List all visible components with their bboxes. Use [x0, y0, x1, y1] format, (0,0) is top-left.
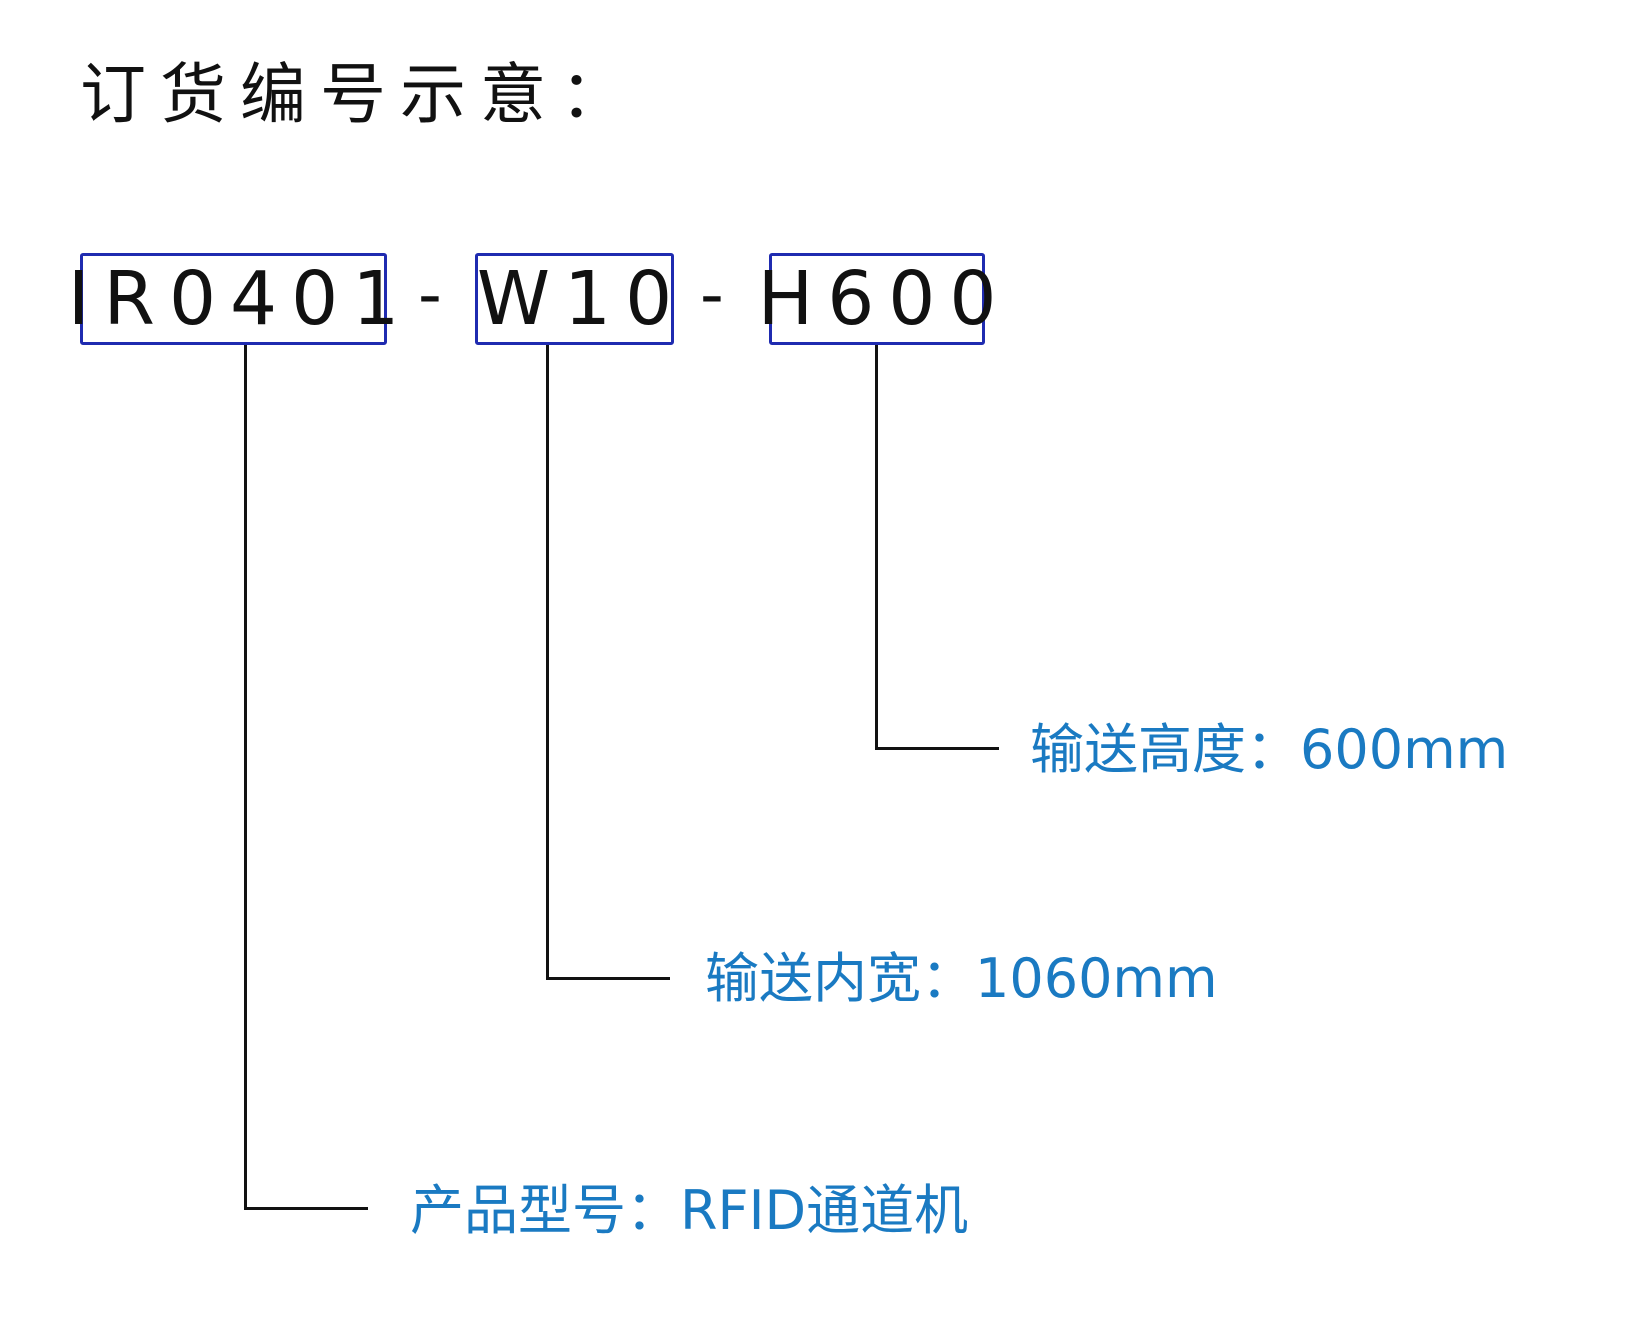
width-label: 输送内宽：1060mm — [705, 947, 1218, 1010]
code-segment-height: H600 — [758, 253, 996, 345]
height-connector-horizontal — [875, 747, 999, 750]
model-connector-vertical — [244, 345, 247, 1210]
code-separator-2: - — [700, 256, 724, 333]
height-connector-vertical — [875, 345, 878, 750]
model-label: 产品型号：RFID通道机 — [410, 1179, 969, 1242]
model-connector-horizontal — [244, 1207, 368, 1210]
diagram-title: 订货编号示意： — [80, 56, 640, 133]
height-label: 输送高度：600mm — [1030, 718, 1509, 781]
code-segment-model: IR0401 — [68, 253, 399, 345]
width-connector-horizontal — [546, 977, 670, 980]
width-connector-vertical — [546, 345, 549, 980]
code-separator-1: - — [418, 256, 442, 333]
code-segment-width: W10 — [475, 253, 674, 345]
